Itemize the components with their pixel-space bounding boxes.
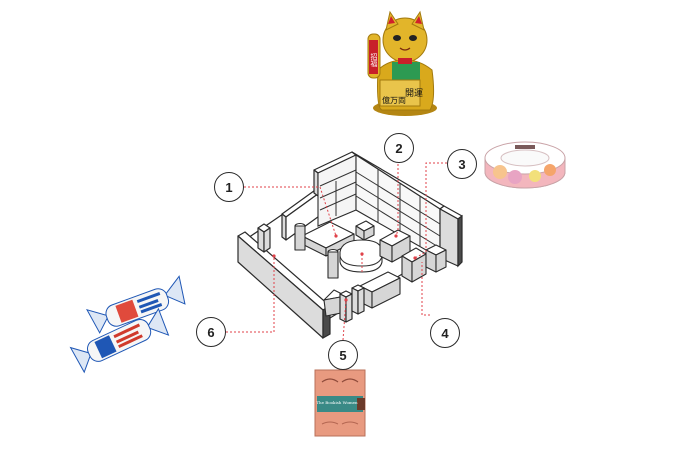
display-c-side [435,249,447,273]
callout-6-label: 6 [207,324,215,340]
pillar-left-a [257,227,265,253]
callout-5[interactable]: 5 [328,340,358,370]
callout-6[interactable]: 6 [196,317,226,347]
book-cover: The Bookish Women [314,369,366,437]
wrapped-candies [69,275,186,374]
pillar-left-b [263,227,271,253]
column-body [294,225,306,251]
cat-coin-text-b: 億万両 [382,95,406,105]
marker-dot-6 [272,254,276,258]
leader-1 [244,186,337,237]
lucky-cat-figurine: 開運 億万両 招福 [367,10,437,116]
right-wall-end [457,214,463,268]
callout-1[interactable]: 1 [214,172,244,202]
washi-tape-roll [484,141,566,189]
rear-wall-end [313,169,319,197]
marker-dot-1 [334,234,338,238]
callout-2[interactable]: 2 [384,133,414,163]
cat-coin-text-a: 開運 [405,88,423,99]
leader-5 [342,299,347,341]
callout-1-label: 1 [225,179,233,195]
entrance-pillar-b-front [351,287,359,315]
callout-2-label: 2 [395,140,403,156]
callout-4-label: 4 [441,325,449,341]
front-counter-side [371,277,401,309]
leader-lines [226,162,447,341]
book-title: The Bookish Women [316,400,358,405]
callout-4[interactable]: 4 [430,318,460,348]
entrance-pillar-a-side [345,293,353,323]
leader-4 [421,262,430,316]
entrance-pillar-b-side [357,287,365,315]
leader-6 [226,256,275,333]
callout-5-label: 5 [339,347,347,363]
callout-3[interactable]: 3 [447,149,477,179]
central-table [339,239,383,273]
callout-3-label: 3 [458,156,466,172]
column2-body [327,251,339,279]
store-floorplan [237,151,463,340]
cat-banner-text: 招福 [370,52,378,68]
leader-3 [414,162,447,259]
leader-2 [395,164,399,237]
small-box-b [363,225,375,241]
